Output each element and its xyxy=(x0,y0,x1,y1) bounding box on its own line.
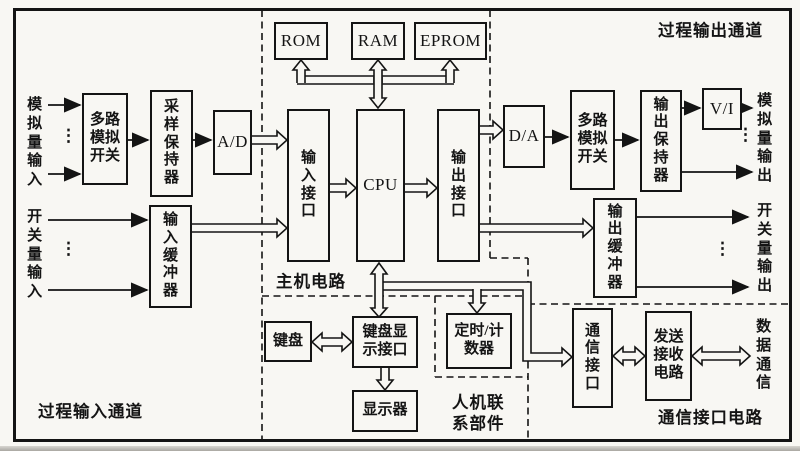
ellipsis-analog-input: ⋮ xyxy=(60,126,77,145)
block-input-interface-label: 输入接口 xyxy=(300,150,316,220)
ellipsis-analog-output: ⋮ xyxy=(737,125,754,144)
block-comm-interface-label: 通信接口 xyxy=(584,322,600,392)
block-eprom: EPROM xyxy=(414,22,487,60)
block-output-multiplexer: 多路模拟开关 xyxy=(570,90,615,190)
block-output-buffer-label: 输出缓冲器 xyxy=(607,203,623,291)
label-analog-output: 模拟量输出 xyxy=(757,93,773,184)
label-data-communication: 数据通信 xyxy=(756,319,772,392)
region-dashed-boundaries xyxy=(261,10,789,440)
block-cpu: CPU xyxy=(356,109,405,262)
block-rom-label: ROM xyxy=(280,30,322,50)
block-input-multiplexer: 多路模拟开关 xyxy=(82,93,128,185)
label-analog-input: 模拟量输入 xyxy=(27,97,43,188)
ellipsis-switch-input: ⋮ xyxy=(60,239,77,258)
block-ad-converter: A/D xyxy=(213,110,252,175)
block-ram: RAM xyxy=(351,22,405,60)
label-switch-input: 开关量输入 xyxy=(27,209,43,300)
region-label-host-circuit: 主机电路 xyxy=(276,272,346,291)
block-vi-converter-label: V/I xyxy=(709,98,735,118)
label-switch-output: 开关量输出 xyxy=(757,203,773,294)
block-sample-hold-label: 采样保持器 xyxy=(163,99,179,187)
ellipsis-switch-output: ⋮ xyxy=(714,239,731,258)
block-display-label: 显示器 xyxy=(362,402,408,419)
block-keyboard-display-interface: 键盘显示接口 xyxy=(352,316,418,368)
block-input-interface: 输入接口 xyxy=(287,109,330,262)
block-transceiver: 发送接收电路 xyxy=(645,311,692,401)
block-ad-converter-label: A/D xyxy=(217,132,248,152)
block-sample-hold: 采样保持器 xyxy=(150,90,193,197)
block-input-buffer-label: 输入缓冲器 xyxy=(162,212,178,300)
block-transceiver-label: 发送接收电路 xyxy=(653,329,684,381)
bus-arrows xyxy=(192,58,752,392)
block-ram-label: RAM xyxy=(357,30,399,50)
block-da-converter-label: D/A xyxy=(508,126,540,146)
block-timer-counter: 定时/计数器 xyxy=(446,313,512,369)
region-label-process-input: 过程输入通道 xyxy=(38,402,143,421)
block-input-buffer: 输入缓冲器 xyxy=(149,205,192,308)
block-output-interface: 输出接口 xyxy=(437,109,480,262)
signal-arrows xyxy=(48,97,754,298)
block-timer-counter-label: 定时/计数器 xyxy=(454,323,504,357)
block-vi-converter: V/I xyxy=(702,88,742,130)
block-eprom-label: EPROM xyxy=(419,30,482,50)
block-output-hold: 输出保持器 xyxy=(640,90,682,192)
block-output-hold-label: 输出保持器 xyxy=(653,96,669,184)
region-label-comm-interface: 通信接口电路 xyxy=(658,408,763,427)
diagram-border xyxy=(13,8,792,442)
region-label-process-output: 过程输出通道 xyxy=(658,21,763,40)
block-display: 显示器 xyxy=(352,390,418,432)
block-keyboard: 键盘 xyxy=(264,321,312,362)
block-rom: ROM xyxy=(274,22,328,60)
scan-edge-shadow xyxy=(0,446,800,451)
block-keyboard-label: 键盘 xyxy=(272,332,303,349)
region-label-hmi: 人机联系部件 xyxy=(452,393,505,434)
block-output-interface-label: 输出接口 xyxy=(450,150,466,220)
block-comm-interface: 通信接口 xyxy=(572,308,613,408)
block-da-converter: D/A xyxy=(503,105,545,168)
block-input-multiplexer-label: 多路模拟开关 xyxy=(89,112,120,164)
block-output-buffer: 输出缓冲器 xyxy=(593,198,637,298)
block-output-multiplexer-label: 多路模拟开关 xyxy=(577,113,608,165)
block-cpu-label: CPU xyxy=(363,175,398,195)
block-keyboard-display-interface-label: 键盘显示接口 xyxy=(362,324,408,358)
